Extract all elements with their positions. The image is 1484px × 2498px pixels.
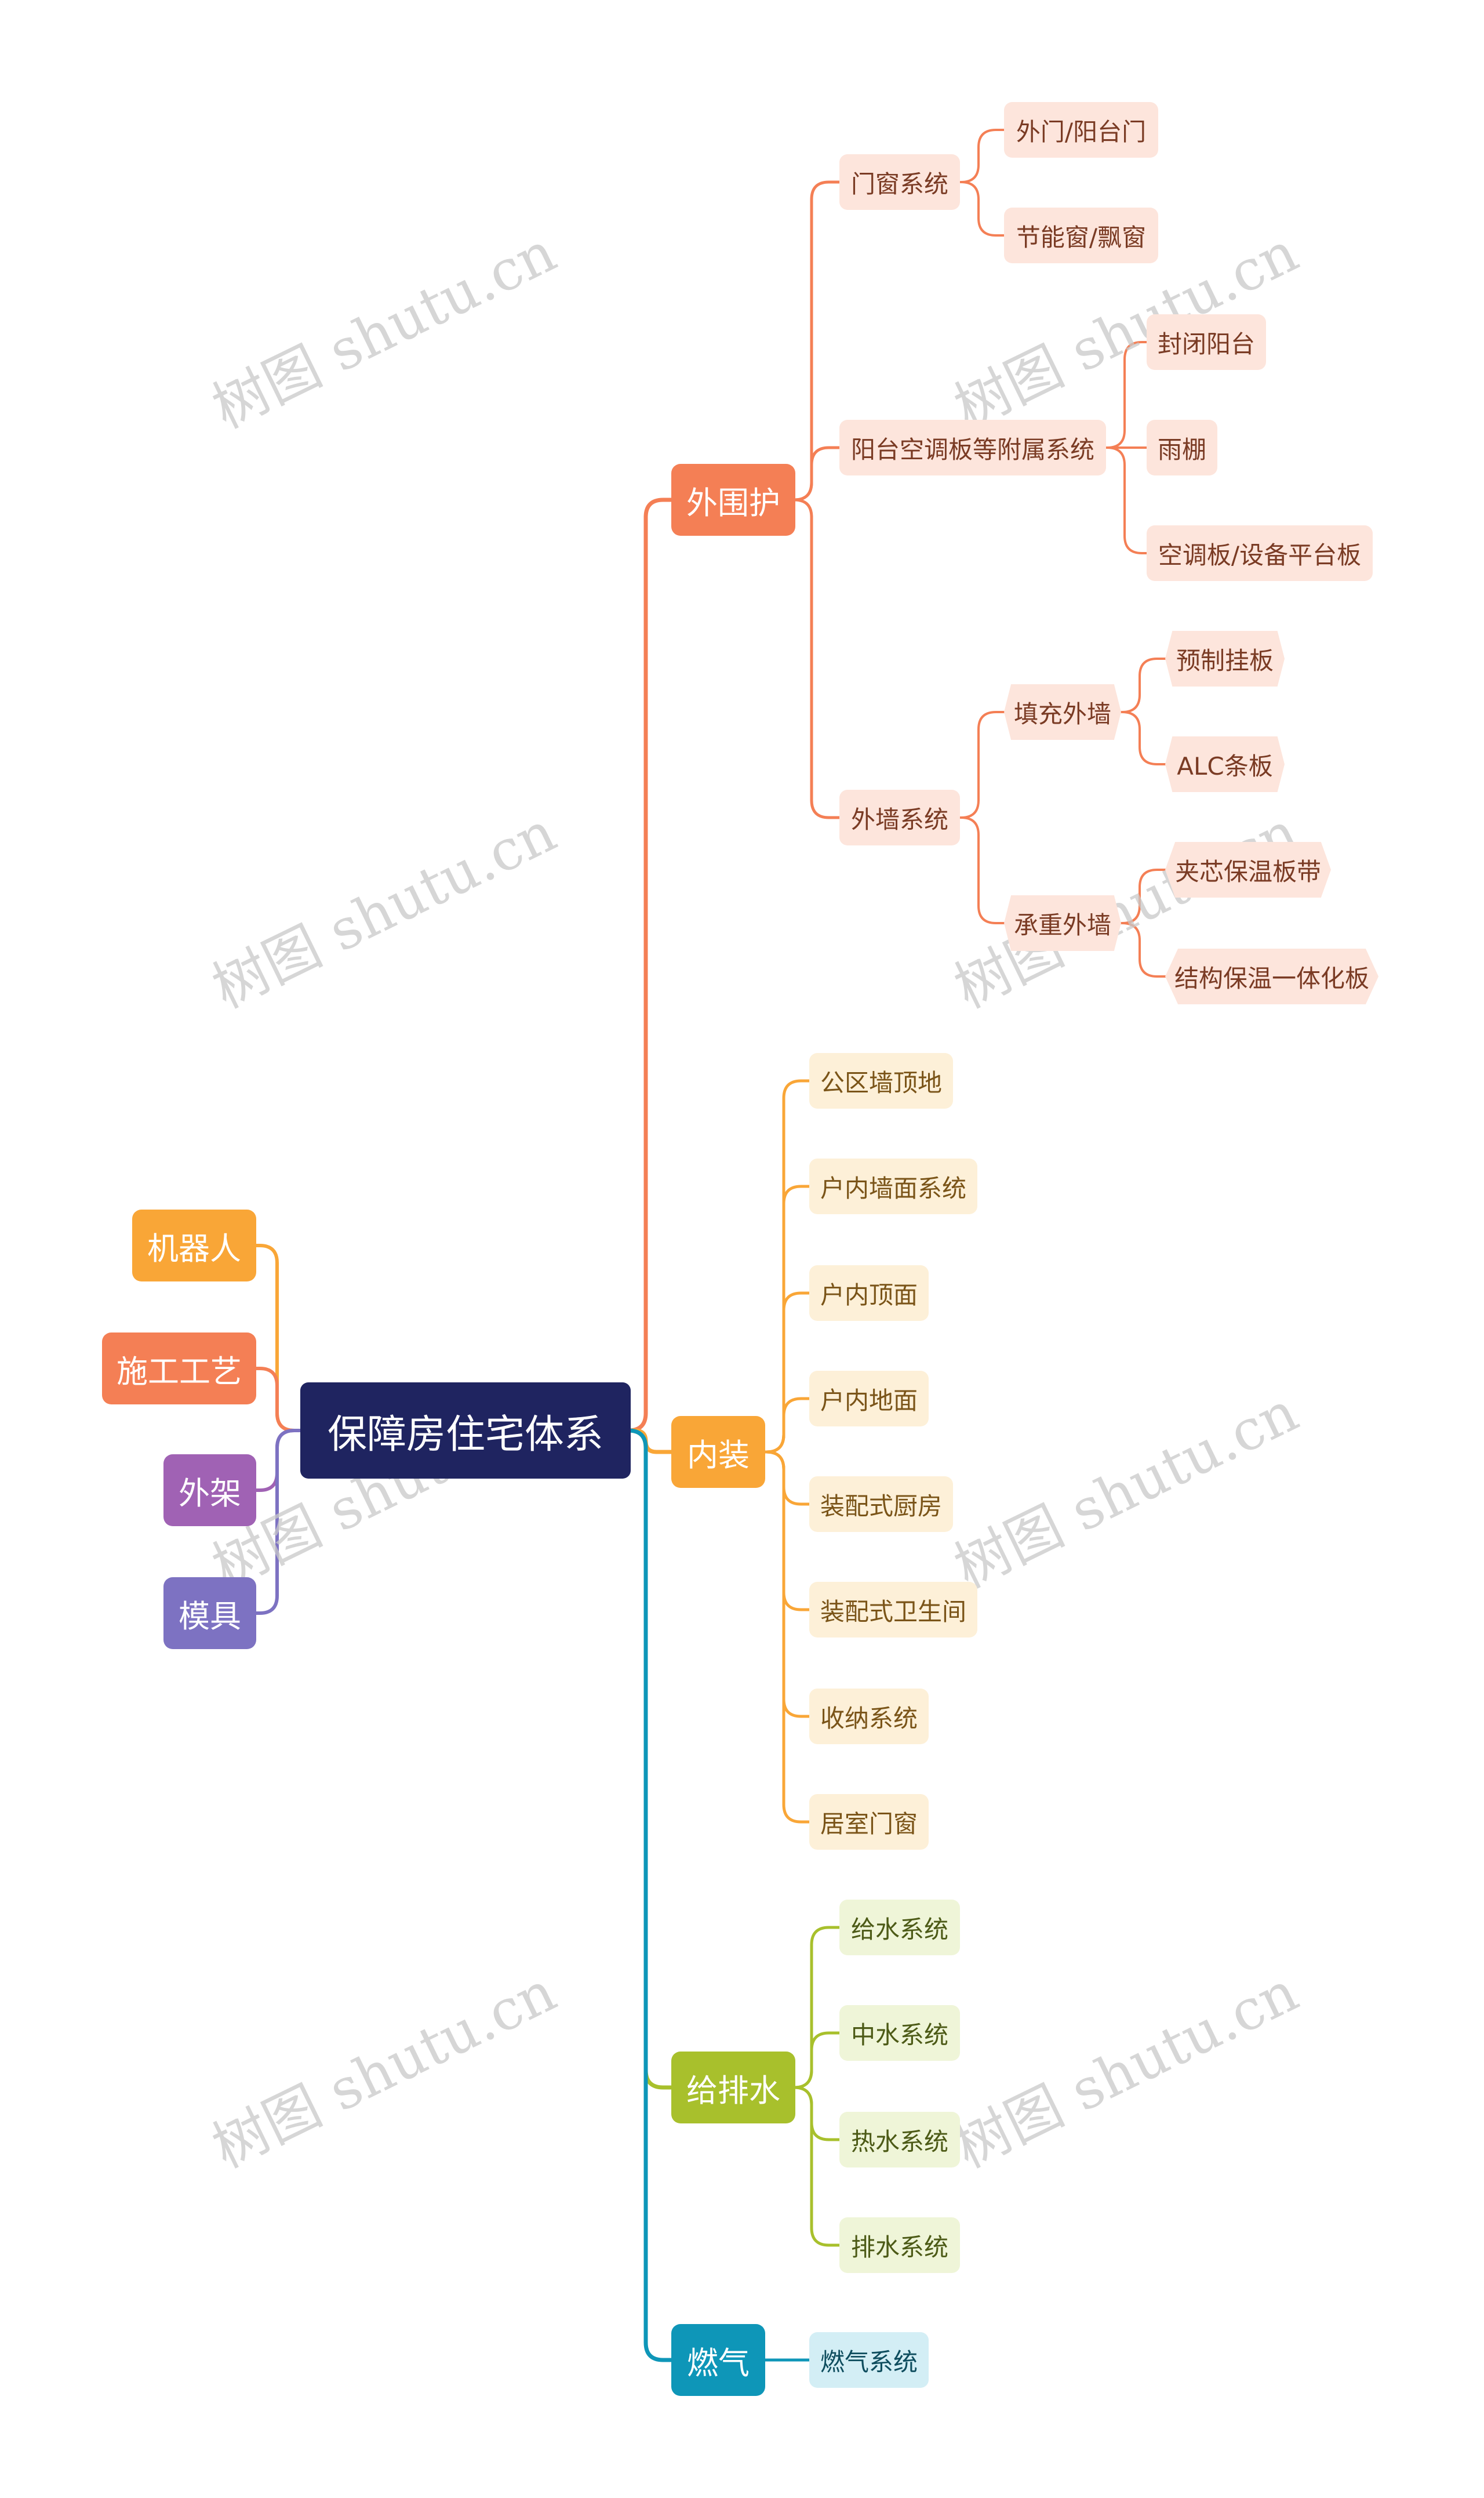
connector-line [1120,711,1166,765]
interior-item[interactable]: 户内墙面系统 [809,1159,977,1214]
connector-line [794,446,841,502]
connector-line [794,2086,841,2247]
water-item[interactable]: 中水系统 [839,2005,960,2061]
outer-balcony[interactable]: 阳台空调板等附属系统 [839,420,1106,475]
connector-line [959,129,1005,183]
connector-line [794,1926,841,2089]
outer-precast-panel[interactable]: 预制挂板 [1165,631,1285,687]
connector-line [959,181,1005,237]
water-item[interactable]: 排水系统 [839,2217,960,2273]
water-item[interactable]: 给水系统 [839,1900,960,1955]
interior-item[interactable]: 公区墙顶地 [809,1053,953,1109]
outer-door-window[interactable]: 门窗系统 [839,154,960,210]
branch-water[interactable]: 给排水 [671,2052,795,2123]
connector-line [959,816,1005,924]
connector-line [1120,869,1166,924]
connector-line [628,1428,674,2090]
connector-line [628,1428,674,2362]
connector-line [254,1367,302,1432]
outer-sandwich-band[interactable]: 夹芯保温板带 [1165,842,1331,898]
interior-item[interactable]: 装配式卫生间 [809,1582,977,1638]
outer-wall[interactable]: 外墙系统 [839,790,960,845]
left-node-robot[interactable]: 机器人 [132,1210,256,1281]
outer-integrated-board[interactable]: 结构保温一体化板 [1165,949,1378,1004]
interior-item[interactable]: 装配式厨房 [809,1476,953,1532]
connector-line [763,1397,811,1454]
connector-line [628,498,674,1433]
outer-alc-board[interactable]: ALC条板 [1165,736,1285,792]
connector-line [763,1450,811,1718]
connector-line [763,1079,811,1454]
outer-canopy[interactable]: 雨棚 [1147,420,1217,475]
connector-line [1120,922,1166,978]
interior-item[interactable]: 居室门窗 [809,1794,929,1850]
connector-line [763,1185,811,1454]
connector-line [763,1450,811,1611]
interior-item[interactable]: 收纳系统 [809,1689,929,1744]
root-node[interactable]: 保障房住宅体系 [300,1382,631,1479]
branch-interior[interactable]: 内装 [671,1416,765,1488]
connector-line [959,711,1005,819]
connector-line [1120,658,1166,713]
outer-fill-wall[interactable]: 填充外墙 [1004,684,1121,740]
branch-gas[interactable]: 燃气 [671,2324,765,2396]
interior-item[interactable]: 户内地面 [809,1371,929,1426]
left-node-mold[interactable]: 模具 [163,1577,256,1649]
connector-line [763,1450,811,1824]
outer-ac-board[interactable]: 空调板/设备平台板 [1147,525,1373,581]
connector-line [794,498,841,819]
left-node-scaffold[interactable]: 外架 [163,1454,256,1526]
connector-line [1105,446,1148,554]
connector-line [794,2086,841,2141]
water-item[interactable]: 热水系统 [839,2112,960,2167]
outer-window[interactable]: 节能窗/飘窗 [1004,208,1158,263]
left-node-craft[interactable]: 施工工艺 [102,1332,256,1404]
connector-line [794,2031,841,2089]
gas-item[interactable]: 燃气系统 [809,2332,929,2388]
branch-outer[interactable]: 外围护 [671,464,795,536]
interior-item[interactable]: 户内顶面 [809,1265,929,1321]
outer-door[interactable]: 外门/阳台门 [1004,102,1158,158]
connector-line [763,1291,811,1454]
outer-bearing-wall[interactable]: 承重外墙 [1004,895,1121,951]
connector-line [763,1450,811,1506]
outer-closed-balcony[interactable]: 封闭阳台 [1147,314,1266,370]
connector-line [254,1429,302,1615]
